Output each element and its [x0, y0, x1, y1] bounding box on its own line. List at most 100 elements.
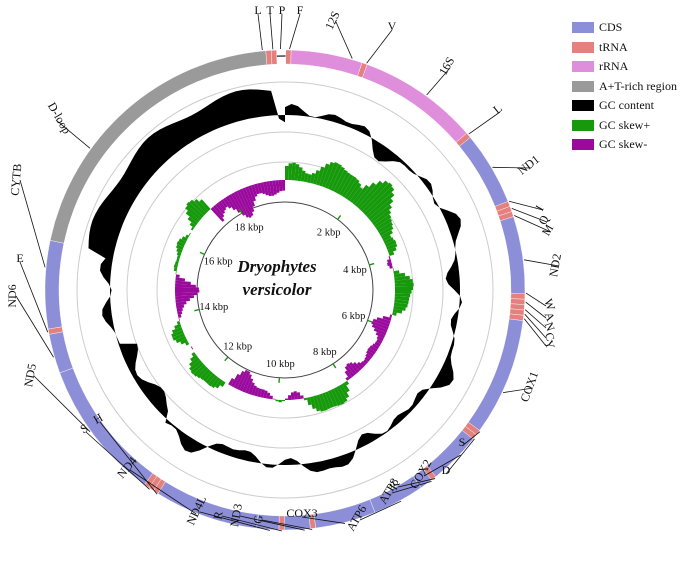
- kbp-tick: [337, 215, 342, 220]
- gene-label: G: [250, 513, 265, 524]
- gene-label: CYTB: [8, 163, 25, 196]
- gc-skew-bar: [196, 366, 209, 379]
- gc-skew-bar: [300, 395, 304, 399]
- feature-t: [265, 50, 273, 65]
- label-leader: [525, 301, 547, 319]
- gc-skew-bar: [372, 318, 390, 327]
- gc-skew-bar: [171, 326, 183, 334]
- gc-skew-bar: [312, 395, 321, 412]
- gc-skew-bar: [260, 389, 265, 398]
- gc-skew-bar: [306, 397, 312, 406]
- gene-label: COX1: [517, 370, 541, 404]
- gc-skew-bar: [364, 356, 371, 363]
- label-leader: [85, 431, 150, 490]
- gc-skew-bar: [181, 236, 188, 242]
- gc-skew-bar: [175, 274, 180, 278]
- gc-skew-bar: [173, 267, 178, 272]
- label-leader: [492, 166, 532, 169]
- gc-skew-bar: [176, 241, 185, 248]
- gc-skew-bar: [393, 270, 400, 275]
- gc-skew-bar: [230, 373, 241, 388]
- feature-nd2: [499, 216, 526, 295]
- gc-skew-bar: [175, 286, 199, 290]
- gc-skew-bar: [230, 192, 246, 216]
- gc-skew-bar: [368, 198, 394, 221]
- gc-skew-bar: [251, 184, 258, 197]
- legend-item-cds: CDS: [572, 18, 677, 38]
- gc-skew-bar: [175, 295, 195, 300]
- kbp-label: 10 kbp: [266, 359, 295, 370]
- gc-skew-bar: [394, 299, 409, 305]
- gc-skew-bar: [394, 279, 413, 284]
- gc-skew-bar: [288, 163, 293, 181]
- gc-skew-bar: [275, 399, 279, 402]
- gene-label: D: [442, 463, 451, 477]
- gene-label: 16S: [436, 54, 457, 77]
- label-leader: [426, 67, 451, 96]
- gc-skew-bar: [278, 399, 282, 403]
- legend-label: GC content: [599, 98, 654, 113]
- gc-skew-bar: [321, 392, 331, 410]
- label-leader: [129, 469, 197, 515]
- label-leader: [508, 200, 544, 211]
- legend-item-gc-skew-plus: GC skew+: [572, 116, 677, 136]
- gc-skew-bar: [257, 182, 263, 194]
- label-leader: [269, 13, 274, 50]
- gc-skew-bar: [385, 239, 397, 248]
- gc-skew-bar: [356, 361, 364, 369]
- label-leader: [335, 21, 353, 59]
- gc-skew-bar: [214, 378, 223, 389]
- gc-skew-bar: [360, 361, 367, 367]
- gc-skew-bar: [324, 391, 335, 408]
- legend-item-trna: tRNA: [572, 38, 677, 58]
- gc-skew-bar: [185, 341, 190, 346]
- gc-skew-bar: [371, 324, 388, 333]
- gc-skew-bar: [188, 232, 191, 236]
- gc-skew-bar: [186, 201, 204, 218]
- feature-12s: [290, 49, 363, 77]
- gc-skew-bar: [263, 181, 269, 196]
- label-leader: [503, 387, 534, 394]
- gc-skew-bar: [251, 385, 257, 396]
- gc-skew-bar: [309, 396, 317, 410]
- gc-skew-bar: [266, 181, 272, 197]
- feature-f: [285, 49, 292, 65]
- kbp-label: 4 kbp: [343, 265, 367, 276]
- gc-skew-bar: [176, 304, 185, 309]
- gc-skew-bar: [394, 296, 410, 301]
- gc-skew-bar: [388, 251, 395, 257]
- gene-label: COX3: [286, 506, 317, 520]
- gene-label: ND6: [5, 284, 19, 307]
- gc-skew-bar: [199, 199, 211, 212]
- gc-skew-bar: [388, 256, 391, 260]
- gc-skew-bar: [389, 314, 393, 318]
- gc-skew-bar: [327, 390, 338, 407]
- gene-label: L: [254, 3, 261, 17]
- gc-skew-bar: [176, 320, 181, 325]
- gc-skew-bar: [260, 182, 266, 195]
- gc-skew-bar: [345, 376, 350, 381]
- gc-skew-bar: [254, 183, 260, 195]
- gc-skew-bar: [185, 234, 190, 239]
- gc-skew-bar: [290, 392, 295, 400]
- gc-skew-bar: [382, 234, 392, 242]
- gc-skew-bar: [394, 286, 414, 290]
- gc-skew-bar: [373, 327, 387, 336]
- kbp-tick: [369, 262, 375, 266]
- gc-skew-bar: [175, 244, 184, 251]
- gene-label: E: [16, 251, 23, 265]
- gc-skew-bar: [239, 188, 254, 217]
- gc-skew-bar: [285, 165, 289, 181]
- gc-skew-bar: [312, 170, 320, 185]
- gc-skew-bar: [225, 195, 237, 211]
- gc-skew-bar: [392, 268, 394, 272]
- gc-skew-bar: [269, 395, 273, 400]
- gc-skew-bar: [248, 382, 255, 395]
- gc-skew-bar: [187, 216, 198, 226]
- gc-skew-bar: [178, 317, 181, 321]
- legend-label: CDS: [599, 20, 623, 35]
- legend-swatch: [572, 22, 594, 34]
- gc-skew-bar: [281, 180, 285, 191]
- gc-skew-bar: [361, 182, 393, 214]
- gc-skew-bar: [366, 192, 395, 218]
